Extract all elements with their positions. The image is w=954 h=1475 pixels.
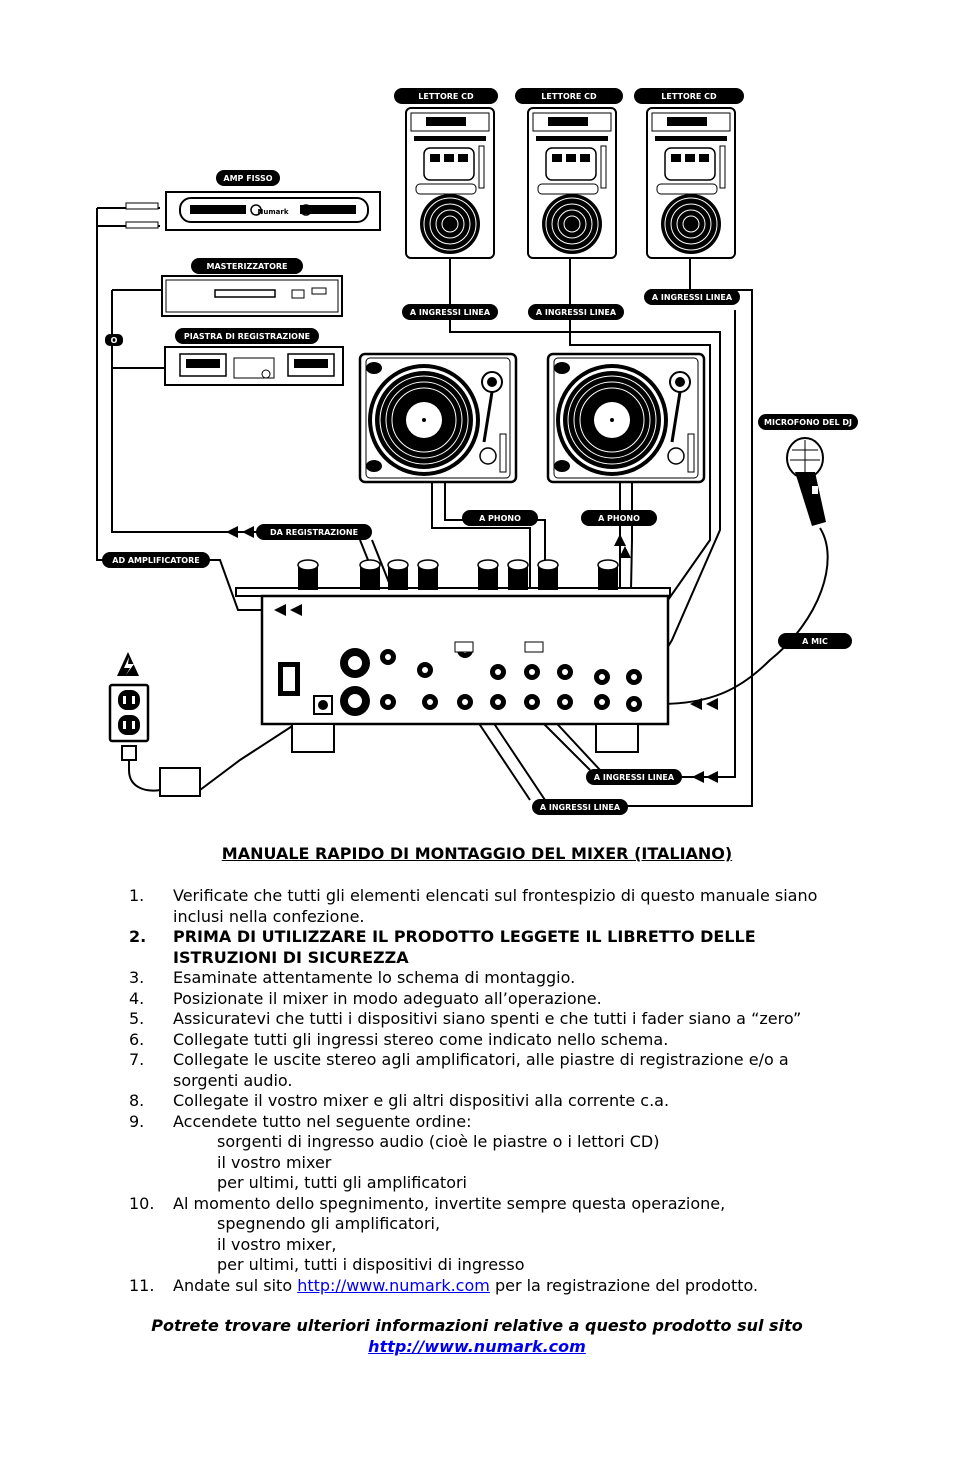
svg-text:MICROFONO DEL DJ: MICROFONO DEL DJ bbox=[764, 418, 852, 427]
footer-link[interactable]: http://www.numark.com bbox=[368, 1336, 586, 1356]
label-cd-player-2: LETTORE CD bbox=[515, 88, 623, 104]
cd-player-3 bbox=[646, 107, 736, 259]
svg-text:LETTORE CD: LETTORE CD bbox=[661, 92, 717, 101]
footer-note: Potrete trovare ulteriori informazioni r… bbox=[151, 1316, 803, 1356]
svg-text:A INGRESSI LINEA: A INGRESSI LINEA bbox=[536, 308, 617, 317]
step-10: 10.Al momento dello spegnimento, inverti… bbox=[129, 1193, 726, 1275]
svg-text:A MIC: A MIC bbox=[802, 637, 828, 646]
connection-diagram: Numark bbox=[96, 88, 858, 815]
svg-text:A PHONO: A PHONO bbox=[598, 514, 640, 523]
label-phono-1: A PHONO bbox=[462, 510, 538, 526]
svg-text:A INGRESSI LINEA: A INGRESSI LINEA bbox=[540, 803, 621, 812]
step-7: 7.Collegate le uscite stereo agli amplif… bbox=[129, 1050, 789, 1090]
svg-text:LETTORE CD: LETTORE CD bbox=[541, 92, 597, 101]
label-line-in-5: A INGRESSI LINEA bbox=[532, 799, 628, 815]
svg-text:MASTERIZZATORE: MASTERIZZATORE bbox=[206, 262, 287, 271]
label-line-in-4: A INGRESSI LINEA bbox=[586, 769, 682, 785]
step-1: 1.Verificate che tutti gli elementi elen… bbox=[129, 886, 818, 926]
dj-microphone bbox=[786, 437, 826, 526]
label-cd-player-1: LETTORE CD bbox=[394, 88, 498, 104]
label-phono-2: A PHONO bbox=[581, 510, 657, 526]
tape-deck bbox=[164, 346, 344, 386]
label-cd-burner: MASTERIZZATORE bbox=[191, 258, 303, 274]
svg-text:LETTORE CD: LETTORE CD bbox=[418, 92, 474, 101]
mixer bbox=[235, 559, 671, 753]
step-4: 4.Posizionate il mixer in modo adeguato … bbox=[129, 988, 602, 1008]
label-fixed-amp: AMP FISSO bbox=[216, 170, 280, 186]
turntable-2 bbox=[546, 352, 706, 484]
label-cd-player-3: LETTORE CD bbox=[634, 88, 744, 104]
step-3: 3.Esaminate attentamente lo schema di mo… bbox=[129, 968, 576, 987]
svg-text:PIASTRA DI REGISTRAZIONE: PIASTRA DI REGISTRAZIONE bbox=[184, 332, 310, 341]
label-tape-deck: PIASTRA DI REGISTRAZIONE bbox=[175, 328, 319, 344]
svg-text:AD AMPLIFICATORE: AD AMPLIFICATORE bbox=[112, 556, 199, 565]
label-mic: A MIC bbox=[778, 633, 852, 649]
step-5: 5.Assicuratevi che tutti i dispositivi s… bbox=[129, 1009, 802, 1028]
svg-text:A INGRESSI LINEA: A INGRESSI LINEA bbox=[652, 293, 733, 302]
label-or: O bbox=[105, 334, 123, 346]
page-title: MANUALE RAPIDO DI MONTAGGIO DEL MIXER (I… bbox=[221, 844, 733, 863]
cd-burner bbox=[161, 275, 343, 317]
label-line-in-3: A INGRESSI LINEA bbox=[644, 289, 740, 305]
setup-steps: 1.Verificate che tutti gli elementi elen… bbox=[0, 886, 954, 1296]
svg-text:O: O bbox=[111, 336, 118, 345]
label-dj-microphone: MICROFONO DEL DJ bbox=[758, 414, 858, 430]
cd-player-2 bbox=[527, 107, 617, 259]
label-line-in-1: A INGRESSI LINEA bbox=[402, 304, 498, 320]
svg-text:A INGRESSI LINEA: A INGRESSI LINEA bbox=[594, 773, 675, 782]
amp-brand: Numark bbox=[258, 208, 289, 216]
label-from-recording: DA REGISTRAZIONE bbox=[256, 524, 372, 540]
svg-text:DA REGISTRAZIONE: DA REGISTRAZIONE bbox=[270, 528, 358, 537]
step-6: 6.Collegate tutti gli ingressi stereo co… bbox=[129, 1029, 669, 1049]
svg-text:A INGRESSI LINEA: A INGRESSI LINEA bbox=[410, 308, 491, 317]
label-to-amplifier: AD AMPLIFICATORE bbox=[102, 552, 210, 568]
step-11: 11.Andate sul sito http://www.numark.com… bbox=[129, 1275, 759, 1295]
step-2: 2.PRIMA DI UTILIZZARE IL PRODOTTO LEGGET… bbox=[129, 927, 756, 967]
svg-text:AMP FISSO: AMP FISSO bbox=[223, 174, 272, 183]
fixed-amplifier: Numark bbox=[125, 191, 381, 231]
turntable-1 bbox=[358, 352, 518, 484]
step-8: 8.Collegate il vostro mixer e gli altri … bbox=[129, 1091, 670, 1110]
label-line-in-2: A INGRESSI LINEA bbox=[528, 304, 624, 320]
svg-text:A PHONO: A PHONO bbox=[479, 514, 521, 523]
cd-player-1 bbox=[405, 107, 495, 259]
power-outlet bbox=[108, 652, 201, 797]
registration-link[interactable]: http://www.numark.com bbox=[297, 1275, 490, 1295]
step-9: 9.Accendete tutto nel seguente ordine: s… bbox=[129, 1111, 660, 1193]
